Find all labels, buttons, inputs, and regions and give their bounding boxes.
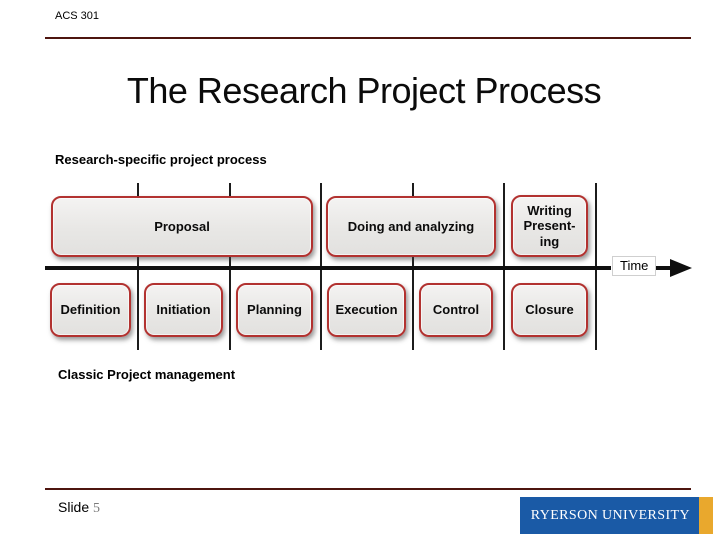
slide-title: The Research Project Process xyxy=(126,70,602,111)
footer-divider-line xyxy=(45,488,691,490)
ryerson-university-logo: RYERSON UNIVERSITY xyxy=(520,497,713,534)
classic-phase-box-execution: Execution xyxy=(327,283,406,337)
research-process-label: Research-specific project process xyxy=(55,152,267,167)
logo-wordmark: RYERSON UNIVERSITY xyxy=(520,497,699,534)
research-phase-box-proposal: Proposal xyxy=(51,196,313,257)
classic-phase-box-definition: Definition xyxy=(50,283,131,337)
research-phase-box-writing-presenting: Writing Present- ing xyxy=(511,195,588,257)
slide-number: Slide 5 xyxy=(58,499,100,517)
header-divider-line xyxy=(45,37,691,39)
time-axis-label: Time xyxy=(612,256,657,276)
classic-phase-box-control: Control xyxy=(419,283,493,337)
time-arrowhead-icon xyxy=(670,259,692,277)
classic-phase-box-planning: Planning xyxy=(236,283,313,337)
logo-gold-bar xyxy=(699,497,713,534)
slide-number-value: 5 xyxy=(93,501,101,516)
time-axis-line xyxy=(45,266,611,270)
classic-project-management-label: Classic Project management xyxy=(58,367,236,382)
research-phase-box-doing-and-analyzing: Doing and analyzing xyxy=(326,196,496,257)
time-arrow-shaft xyxy=(653,266,672,270)
slide-number-label: Slide xyxy=(58,499,90,515)
course-code: ACS 301 xyxy=(55,10,100,22)
classic-phase-box-closure: Closure xyxy=(511,283,588,337)
classic-phase-box-initiation: Initiation xyxy=(144,283,223,337)
